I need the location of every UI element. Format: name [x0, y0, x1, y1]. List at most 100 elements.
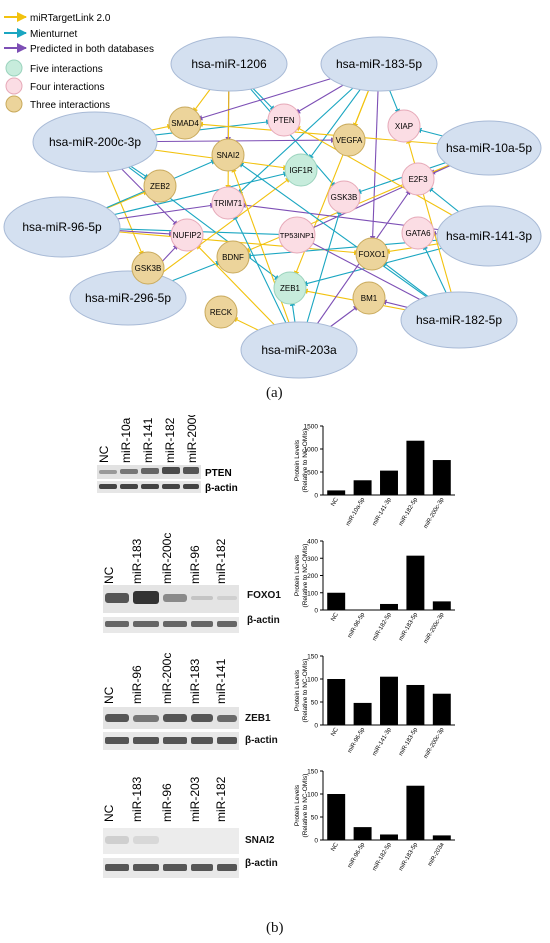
y-axis-label: Protein Levels(Relative to NC-OMIs) — [294, 774, 309, 838]
x-tick-label: miR-182-5p — [372, 841, 393, 872]
gene-label: E2F3 — [408, 175, 428, 184]
blot-pten: NC miR-10a miR-141 miR-182 miR-200C PTEN… — [97, 415, 238, 494]
lane-label: miR-200C — [185, 415, 199, 463]
y-tick-label: 50 — [311, 700, 319, 707]
y-tick-label: 100 — [307, 792, 318, 799]
x-tick-label: miR-141-3p — [372, 726, 393, 757]
blot-band — [191, 864, 213, 871]
gene-node: GATA6 — [401, 216, 435, 250]
gene-node: XIAP — [387, 109, 421, 143]
blot-band — [105, 864, 129, 871]
blot-target-label: ZEB1 — [245, 713, 271, 724]
lane-label: NC — [102, 686, 116, 704]
bar — [327, 490, 346, 495]
mirna-label: hsa-miR-203a — [261, 343, 337, 357]
y-tick-label: 1000 — [304, 447, 319, 454]
y-tick-label: 0 — [314, 723, 318, 730]
interaction-edge — [238, 162, 460, 321]
gene-node: FOXO1 — [355, 237, 389, 271]
y-tick-label: 150 — [307, 769, 318, 776]
y-tick-label: 200 — [307, 573, 318, 580]
gene-label: IGF1R — [289, 166, 313, 175]
legend-node-five: Five interactions — [5, 59, 103, 77]
lane-label: miR-141 — [214, 658, 228, 704]
gene-node: ZEB1 — [273, 271, 307, 305]
blot-band — [191, 596, 213, 600]
lane-label: miR-200c — [160, 653, 174, 704]
gene-label: ZEB1 — [280, 284, 301, 293]
mirna-label: hsa-miR-182-5p — [416, 313, 502, 327]
gene-label: GATA6 — [405, 229, 431, 238]
blot-snai2: NC miR-183 miR-96 miR-203 miR-182 — [102, 776, 239, 878]
legend-label-five: Five interactions — [30, 64, 103, 75]
blot-lane-labels: NC miR-183 miR-96 miR-203 miR-182 — [102, 776, 228, 822]
x-tick-label: miR-182-5p — [372, 611, 393, 642]
blot-band — [217, 737, 237, 744]
x-tick-label: miR-96-5p — [347, 726, 367, 754]
x-tick-label: miR-183-5p — [398, 841, 419, 872]
y-axis-label: Protein Levels(Relative to NC-OMIs) — [294, 544, 309, 608]
x-tick-label: miR-182-5p — [398, 496, 419, 527]
x-tick-label: NC — [330, 726, 340, 737]
lane-label: miR-96 — [130, 665, 144, 704]
mirna-label: hsa-miR-141-3p — [446, 229, 532, 243]
blot-lane-labels: NC miR-183 miR-200c miR-96 miR-182 — [102, 533, 228, 584]
gene-node: GSK3B — [327, 180, 361, 214]
mirna-label: hsa-miR-296-5p — [85, 291, 171, 305]
blot-band — [162, 484, 180, 489]
blot-band — [163, 621, 187, 627]
blot-control-label: β-actin — [205, 483, 238, 494]
blot-band — [217, 596, 237, 600]
x-tick-label: miR-96-5p — [347, 611, 367, 639]
mirna-node: hsa-miR-296-5p — [69, 270, 187, 326]
gene-node: ZEB2 — [143, 169, 177, 203]
blot-band — [163, 594, 187, 602]
y-tick-label: 1500 — [304, 424, 319, 431]
bar — [432, 693, 451, 725]
gene-node: SMAD4 — [168, 106, 202, 140]
mirna-node: hsa-miR-1206 — [170, 36, 288, 92]
lane-label: miR-96 — [160, 783, 174, 822]
y-axis-label: Protein Levels(Relative to NC-OMIs) — [294, 429, 309, 493]
mirna-label: hsa-miR-1206 — [191, 57, 267, 71]
legend-node-three: Three interactions — [5, 95, 110, 113]
bar — [432, 835, 451, 840]
legend-edge-mienturnet: Mienturnet — [4, 28, 77, 40]
y-tick-label: 0 — [314, 838, 318, 845]
x-tick-label: miR-203a — [427, 841, 446, 867]
lane-label: miR-96 — [188, 545, 202, 584]
blot-band — [191, 621, 213, 627]
blot-lane-labels: NC miR-10a miR-141 miR-182 miR-200C — [97, 415, 199, 463]
mirna-node: hsa-miR-10a-5p — [436, 120, 542, 176]
mirna-label: hsa-miR-200c-3p — [49, 135, 141, 149]
y-tick-label: 500 — [307, 470, 318, 477]
blot-band — [183, 467, 199, 474]
gene-node: RECK — [204, 295, 238, 329]
blot-band — [162, 467, 180, 474]
bar — [353, 827, 372, 840]
blot-target-label: PTEN — [205, 468, 232, 479]
gene-label: VEGFA — [336, 136, 363, 145]
blot-band — [163, 864, 187, 871]
gene-label: NUFIP2 — [173, 231, 202, 240]
lane-label: NC — [102, 804, 116, 822]
blot-band — [191, 714, 213, 722]
y-tick-label: 100 — [307, 677, 318, 684]
mirna-node: hsa-miR-182-5p — [400, 291, 518, 349]
mirna-node: hsa-miR-200c-3p — [32, 111, 158, 173]
mirna-label: hsa-miR-10a-5p — [446, 141, 532, 155]
mirna-label: hsa-miR-96-5p — [22, 220, 102, 234]
mirna-node: hsa-miR-141-3p — [436, 205, 542, 267]
bar — [353, 480, 372, 495]
gene-node: GSK3B — [131, 251, 165, 285]
gene-node: PTEN — [267, 103, 301, 137]
y-tick-label: 150 — [307, 654, 318, 661]
gene-label: GSK3B — [135, 264, 162, 273]
gene-label: GSK3B — [331, 193, 358, 202]
lane-label: NC — [97, 445, 111, 463]
lane-label: miR-183 — [130, 776, 144, 822]
gene-label: SMAD4 — [171, 119, 199, 128]
